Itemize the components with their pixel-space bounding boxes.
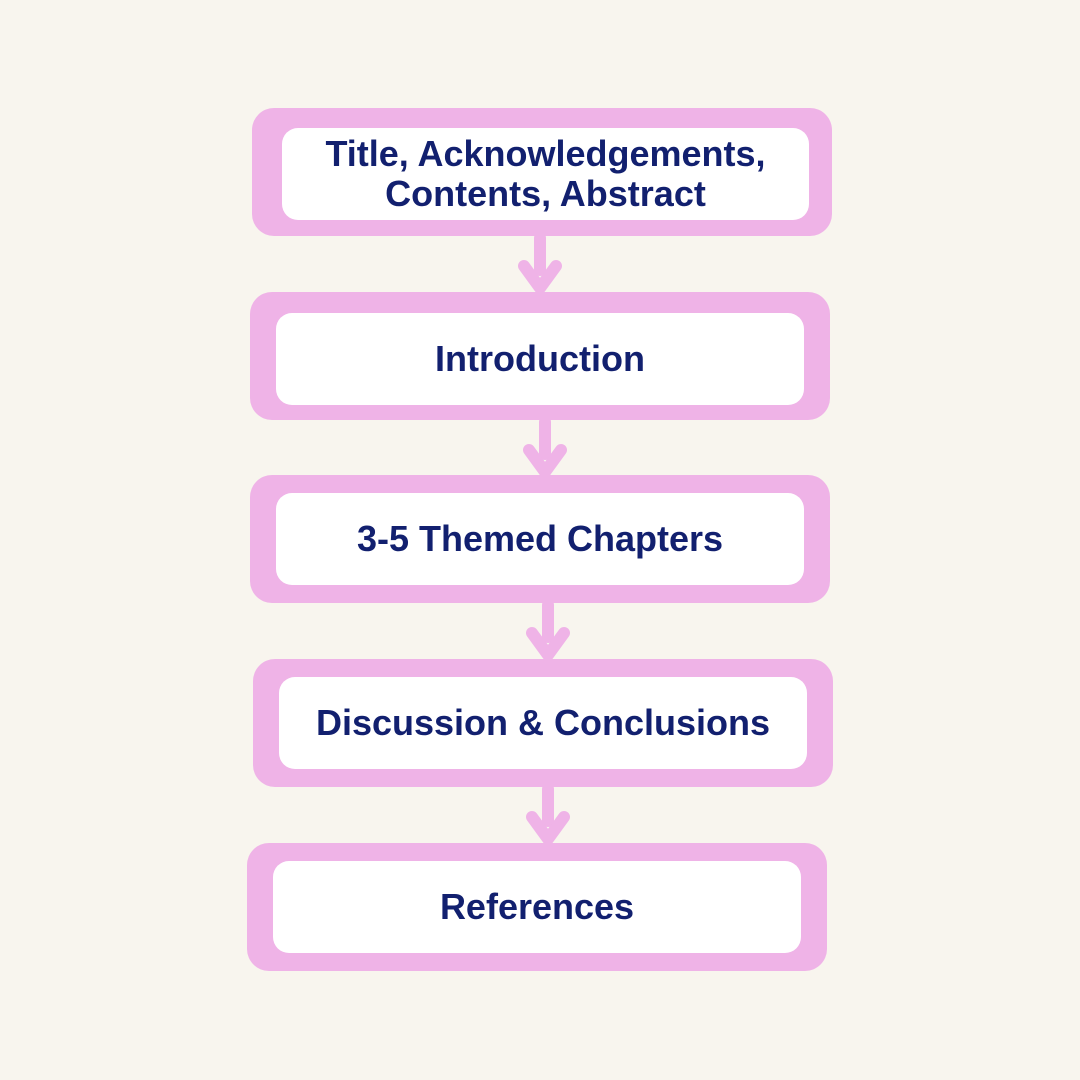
step-references: References — [247, 843, 827, 971]
step-label: References — [439, 886, 635, 927]
arrow-down-icon — [526, 603, 570, 661]
step-inner-box: Discussion & Conclusions — [279, 677, 807, 769]
step-label: Introduction — [435, 338, 645, 379]
arrow-down-icon — [526, 787, 570, 845]
step-discussion-conclusions: Discussion & Conclusions — [253, 659, 833, 787]
step-inner-box: 3-5 Themed Chapters — [276, 493, 804, 585]
step-label: Title, Acknowledgements, Contents, Abstr… — [325, 133, 766, 214]
step-label: Discussion & Conclusions — [315, 702, 771, 743]
step-title-acknowledgements-contents-abstract: Title, Acknowledgements, Contents, Abstr… — [252, 108, 832, 236]
step-themed-chapters: 3-5 Themed Chapters — [250, 475, 830, 603]
step-inner-box: References — [273, 861, 801, 953]
arrow-down-icon — [523, 420, 567, 478]
step-introduction: Introduction — [250, 292, 830, 420]
step-inner-box: Introduction — [276, 313, 804, 405]
arrow-down-icon — [518, 236, 562, 294]
step-label: 3-5 Themed Chapters — [356, 518, 724, 559]
step-inner-box: Title, Acknowledgements, Contents, Abstr… — [282, 128, 809, 220]
